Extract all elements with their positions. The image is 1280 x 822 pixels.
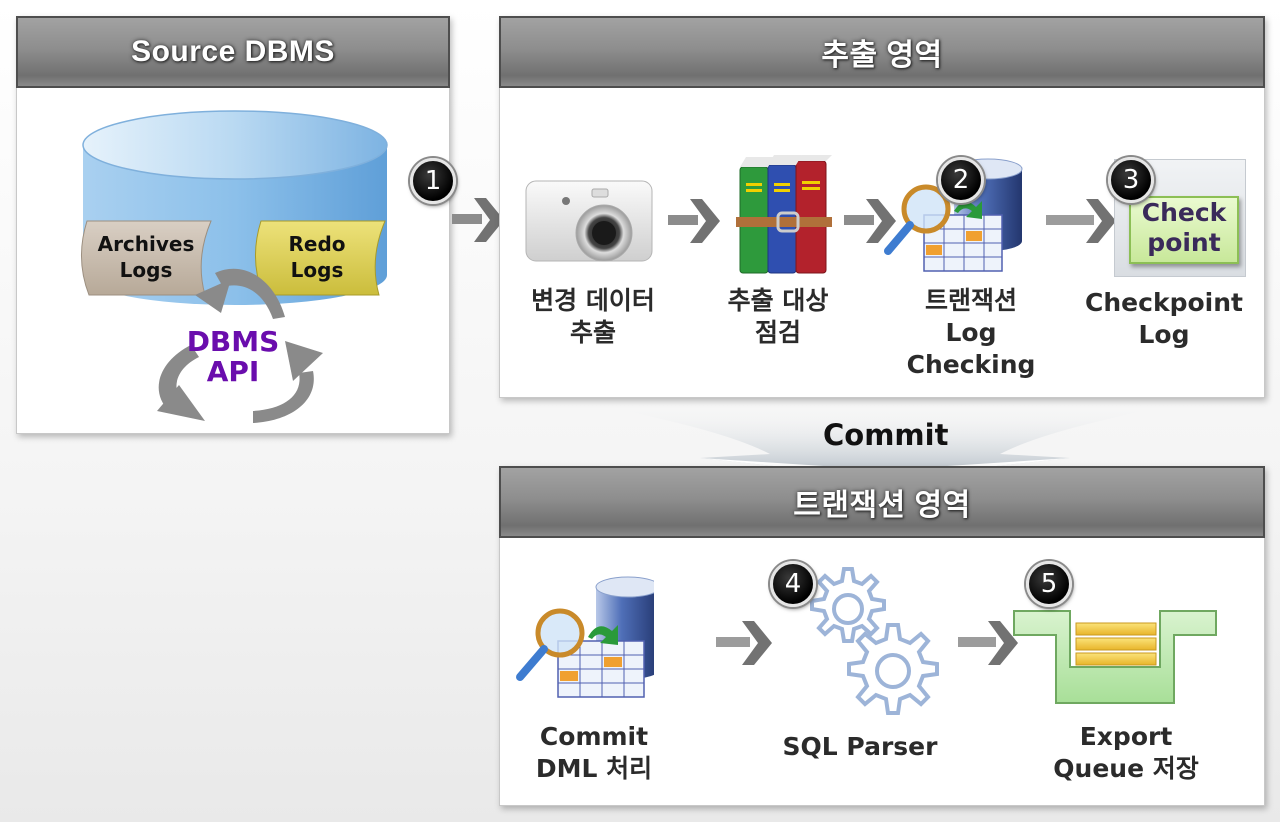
database-search-icon [516,576,654,698]
transaction-panel: 트랜잭션 영역 Commit DML 처리 [499,466,1265,806]
extract-item-2-line1: 추출 대상 [727,286,829,315]
step-badge-4: 4 [770,561,816,607]
extract-item-2-label: 추출 대상 점검 [696,285,860,349]
books-icon [736,155,832,274]
checkpoint-icon-line2: point [1147,228,1221,257]
transaction-item-1-line2: DML 처리 [535,754,653,783]
redo-logs-shape [254,220,386,296]
extract-item-3-line1: 트랜잭션 [924,286,1017,315]
transaction-header: 트랜잭션 영역 [499,466,1265,538]
step-badge-2: 2 [938,157,984,203]
arrow-right-icon [844,199,896,243]
extract-item-3-line3: Checking [906,350,1036,379]
extract-item-3-line2: Log [945,318,997,347]
extract-item-1-line2: 추출 [569,318,616,347]
step-badge-5: 5 [1026,561,1072,607]
extract-item-4-line1: Checkpoint [1085,288,1243,317]
arrow-right-icon [958,621,1018,665]
checkpoint-icon-label: Check point [1129,196,1239,264]
extract-item-2-line2: 점검 [754,318,801,347]
extract-item-4-label: Checkpoint Log [1080,287,1248,351]
archives-logs-line2: Logs [119,258,173,282]
extract-header: 추출 영역 [499,16,1265,88]
redo-logs-line1: Redo [288,232,346,256]
extract-panel: 추출 영역 변경 데이터 추출 [499,16,1265,398]
arrow-right-icon [716,621,772,665]
transaction-item-3-line1: Export [1079,722,1173,751]
step-badge-1: 1 [410,158,456,204]
transaction-item-1-line1: Commit [539,722,649,751]
redo-logs-label: Redo Logs [257,231,377,283]
queue-icon [1013,610,1217,704]
archives-logs-line1: Archives [97,232,195,256]
extract-item-1-label: 변경 데이터 추출 [500,285,686,349]
commit-label: Commit [823,418,949,452]
transaction-item-3-line2: Queue 저장 [1053,754,1199,783]
dbms-api-line1: DBMS [186,325,280,358]
dbms-api-label: DBMS API [173,327,293,387]
checkpoint-icon-line1: Check [1141,198,1227,227]
cycle-arrows-icon [157,268,323,423]
camera-icon [525,180,653,262]
archives-logs-label: Archives Logs [83,231,209,283]
extract-item-4-line2: Log [1138,320,1190,349]
extract-item-3-label: 트랜잭션 Log Checking [886,285,1056,381]
transaction-item-2-label: SQL Parser [770,731,950,763]
transaction-item-1-label: Commit DML 처리 [514,721,674,785]
transaction-item-3-label: Export Queue 저장 [1034,721,1218,785]
transaction-item-2-line1: SQL Parser [782,732,938,761]
redo-logs-line2: Logs [290,258,344,282]
extract-item-1-line1: 변경 데이터 [531,286,655,315]
source-dbms-panel: Source DBMS Archives Logs [16,16,450,434]
arrow-right-icon [452,198,504,242]
source-dbms-header: Source DBMS [16,16,450,88]
dbms-api-line2: API [206,355,260,388]
arrow-right-icon [668,199,720,243]
step-badge-3: 3 [1108,157,1154,203]
arrow-right-icon [1046,199,1116,243]
gears-icon [810,567,939,715]
